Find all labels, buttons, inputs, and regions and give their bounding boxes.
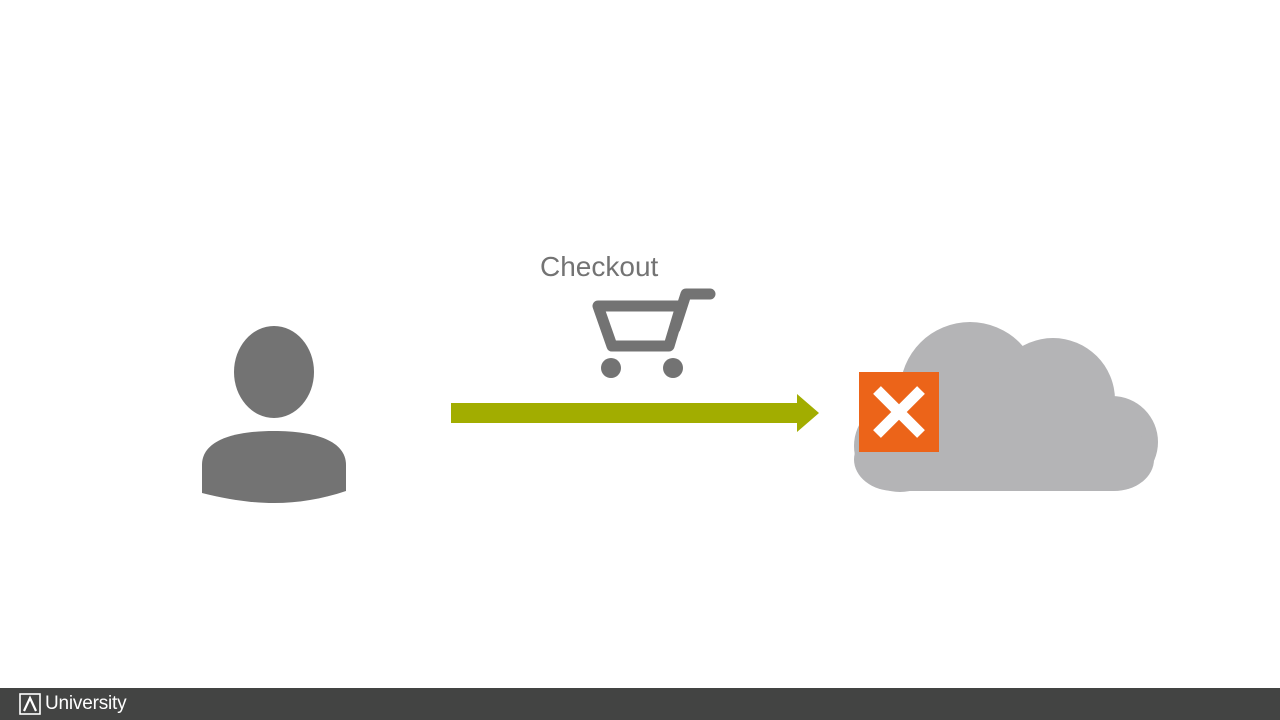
checkout-label: Checkout: [540, 251, 659, 282]
footer-brand-text: University: [45, 693, 127, 714]
brand-a-logo-icon: [19, 693, 41, 715]
user-icon: [202, 326, 346, 503]
footer-bar: University: [0, 688, 1280, 720]
error-x-icon: [859, 372, 939, 452]
shopping-cart-icon: [592, 288, 716, 378]
arrow-right-icon: [451, 394, 819, 432]
